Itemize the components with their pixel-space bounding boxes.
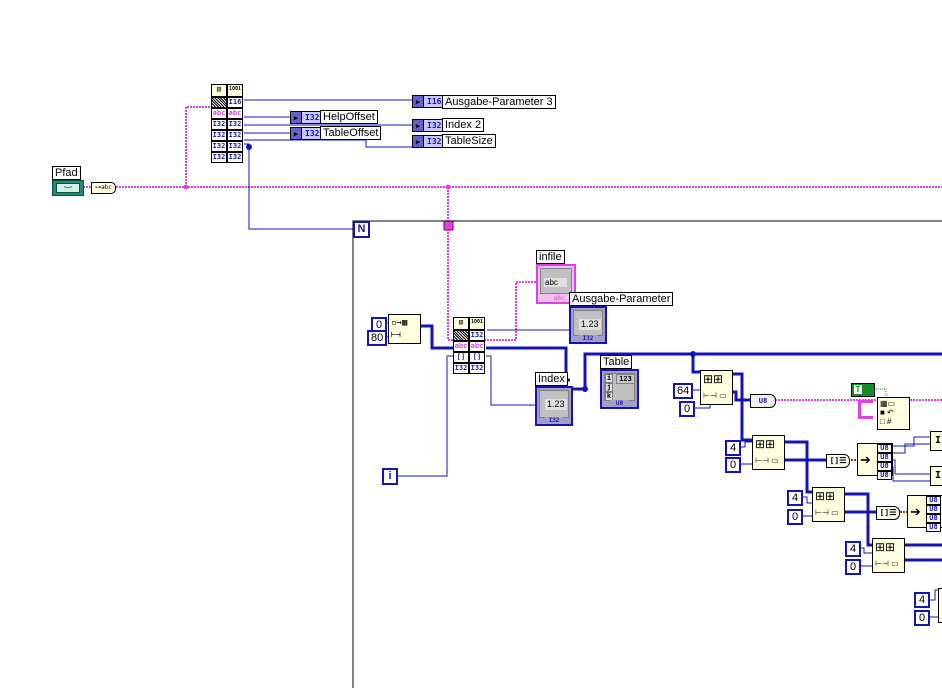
arrow-right-icon: ➔ (860, 452, 871, 467)
boolean-true-constant[interactable]: T (851, 383, 875, 397)
subset-index-constant-1[interactable]: 0 (679, 401, 695, 417)
join-numbers-node-1[interactable]: I (930, 431, 942, 451)
subset-length-constant-2[interactable]: 4 (725, 440, 741, 456)
array-subset-node-1[interactable]: ⊞⊞⊢⊣ ▭ (700, 370, 733, 405)
indicator-terminal-tableoffset[interactable]: ▶I32 (290, 127, 324, 140)
array-subset-node-2[interactable]: ⊞⊞⊢⊣ ▭ (752, 435, 785, 470)
subset-length-constant-4[interactable]: 4 (845, 541, 861, 557)
label-index: Index (535, 372, 568, 386)
pfad-control[interactable]: ◦–◦ (52, 180, 84, 196)
array-subset-icon: ⊞⊞ (875, 540, 896, 554)
indicator-terminal-index-2[interactable]: ▶I32 (412, 119, 446, 132)
label-ausgabe-parameter: Ausgabe-Parameter (569, 292, 674, 306)
arrow-right-icon: ➔ (910, 504, 921, 519)
wire-pfad-to-unbundle (185, 106, 213, 187)
subset-index-constant-2[interactable]: 0 (725, 457, 741, 473)
subset-length-constant-1[interactable]: 64 (673, 383, 694, 399)
arrow-icon: ▶ (413, 96, 424, 107)
path-icon: ◦–◦ (56, 183, 80, 193)
table-index-display: i j k (605, 374, 613, 401)
init-array-icon: ▫→▦ (391, 318, 408, 328)
type-cast-node-2[interactable]: []☰ (876, 506, 900, 520)
array-subset-node-3[interactable]: ⊞⊞⊢⊣ ▭ (812, 487, 845, 522)
subset-length-constant-3[interactable]: 4 (787, 490, 803, 506)
indicator-table[interactable]: i j k 123 U8 (600, 369, 639, 409)
path-to-string-node[interactable]: ⊶abc (91, 182, 116, 194)
indicator-index[interactable]: 1.23 I32 (535, 386, 573, 426)
arrow-icon: ▶ (291, 128, 302, 139)
wire-string-to-loop (447, 187, 538, 341)
array-subset-icon: ⊞⊞ (703, 372, 724, 386)
label-index-2: Index 2 (442, 118, 485, 132)
arrow-icon: ▶ (413, 136, 424, 147)
dimension-icon: ⊢⊣ (391, 330, 401, 339)
arrow-icon: ▶ (413, 120, 424, 131)
loop-tunnel (443, 220, 454, 231)
join-numbers-node-2[interactable]: I (930, 466, 942, 486)
subset-length-constant-5[interactable]: 4 (914, 592, 930, 608)
subset-index-constant-4[interactable]: 0 (845, 559, 861, 575)
array-subset-node-5[interactable] (938, 588, 942, 623)
string-constant[interactable] (858, 400, 873, 419)
indicator-terminal-ausgabe-parameter-3[interactable]: ▶I16 (412, 95, 446, 108)
indicator-terminal-helpoffset[interactable]: ▶I32 (290, 111, 324, 124)
byte-array-to-string-node[interactable]: U8 (750, 394, 776, 408)
loop-iteration-terminal: i (382, 468, 398, 485)
pfad-label: Pfad (52, 166, 81, 180)
label-ausgabe-parameter-3: Ausgabe-Parameter 3 (442, 95, 556, 109)
label-helpoffset: HelpOffset (320, 110, 378, 124)
search-replace-icon: ▦▭■ ↶□ # (880, 399, 896, 426)
subset-index-constant-5[interactable]: 0 (914, 610, 930, 626)
array-subset-node-4[interactable]: ⊞⊞⊢⊣ ▭ (872, 538, 905, 573)
infile-value: abc (544, 278, 567, 287)
label-infile: infile (536, 250, 565, 264)
initialize-array-node[interactable]: ▫→▦ ⊢⊣ (388, 314, 421, 344)
label-table: Table (600, 355, 633, 369)
subset-index-constant-3[interactable]: 0 (787, 509, 803, 525)
indicator-ausgabe-parameter[interactable]: 1.23 I32 (569, 306, 607, 344)
label-tablesize: TableSize (442, 134, 496, 148)
indicator-terminal-tablesize[interactable]: ▶I32 (412, 135, 446, 148)
init-size-constant[interactable]: 80 (367, 330, 388, 346)
arrow-icon: ▶ (291, 112, 302, 123)
array-subset-icon: ⊞⊞ (815, 489, 836, 503)
array-subset-icon: ⊞⊞ (755, 437, 776, 451)
type-cast-node-1[interactable]: []☰ (826, 454, 850, 468)
search-replace-node[interactable]: ▦▭■ ↶□ # (877, 397, 910, 430)
loop-count-terminal[interactable]: N (353, 221, 370, 238)
label-tableoffset: TableOffset (320, 126, 382, 140)
